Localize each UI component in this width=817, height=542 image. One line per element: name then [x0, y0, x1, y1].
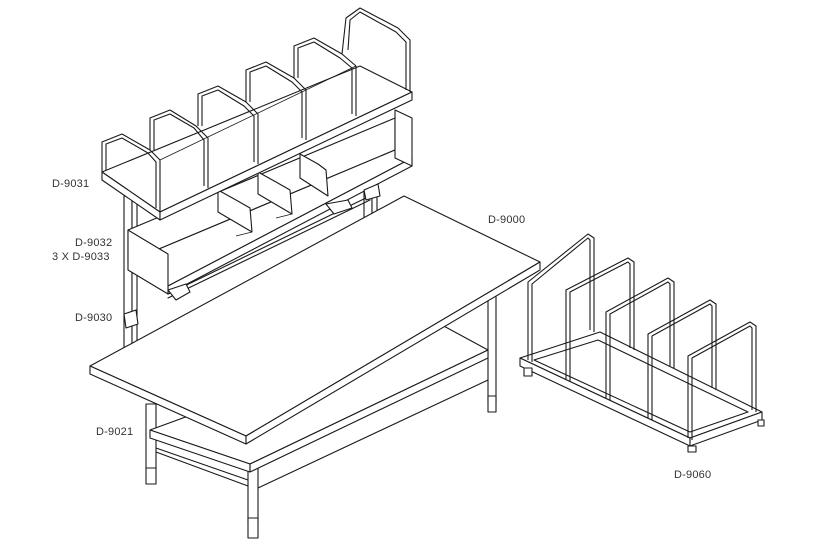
label-bench: D-9000: [488, 214, 526, 226]
table-top: [89, 195, 541, 445]
label-bracket: D-9030: [75, 312, 113, 324]
brackets: [123, 183, 381, 329]
label-bin-shelf: D-9032: [75, 237, 113, 249]
label-upper-shelf: D-9031: [52, 178, 90, 190]
bin-shelf: [127, 109, 413, 299]
upper-shelf: [101, 65, 413, 221]
sorting-cart: [519, 233, 765, 453]
label-cart: D-9060: [674, 469, 712, 481]
label-bins: 3 X D-9033: [52, 251, 110, 263]
label-lower-shelf: D-9021: [96, 426, 134, 438]
upper-shelf-dividers: [101, 7, 411, 212]
